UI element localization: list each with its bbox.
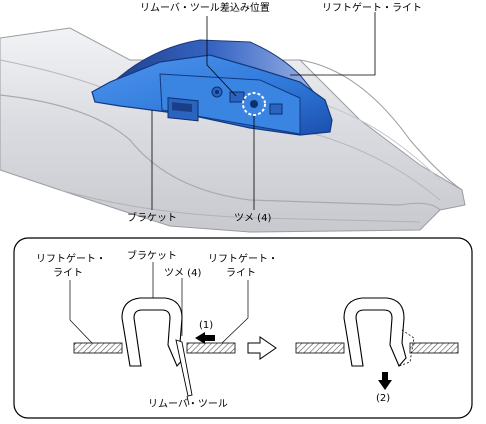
label-tab-top: ツメ (4): [234, 213, 272, 224]
label-bracket-bottom: ブラケット: [127, 251, 177, 262]
label-tab-bottom: ツメ (4): [164, 268, 202, 279]
label-liftgate-light-right-1: リフトゲート・: [208, 254, 278, 265]
label-liftgate-light-top: リフトゲート・ライト: [322, 3, 422, 14]
label-removal-tool: リムーバ・ツール: [148, 399, 228, 410]
panel-left-a: [73, 342, 123, 354]
panel-left-b: [186, 342, 236, 354]
panel-right-a: [295, 342, 345, 354]
bracket-left: [121, 297, 185, 368]
label-step-1: (1): [199, 320, 214, 331]
arrow-step-2: [378, 372, 392, 390]
label-liftgate-light-right-2: ライト: [226, 268, 256, 279]
bracket-right: [343, 297, 407, 368]
label-liftgate-light-left-2: ライト: [53, 268, 83, 279]
label-step-2: (2): [376, 393, 391, 404]
panel-right-b: [409, 342, 459, 354]
label-liftgate-light-left-1: リフトゲート・: [36, 254, 106, 265]
transition-arrow: [247, 336, 277, 360]
tab-highlight-circle: [242, 92, 266, 116]
removal-tool-left: [175, 339, 193, 397]
label-removal-tool-insertion: リムーバ・ツール差込み位置: [140, 3, 270, 14]
top-illustration: [0, 12, 466, 233]
label-bracket-top: ブラケット: [127, 213, 177, 224]
arrow-step-1: [195, 332, 215, 344]
